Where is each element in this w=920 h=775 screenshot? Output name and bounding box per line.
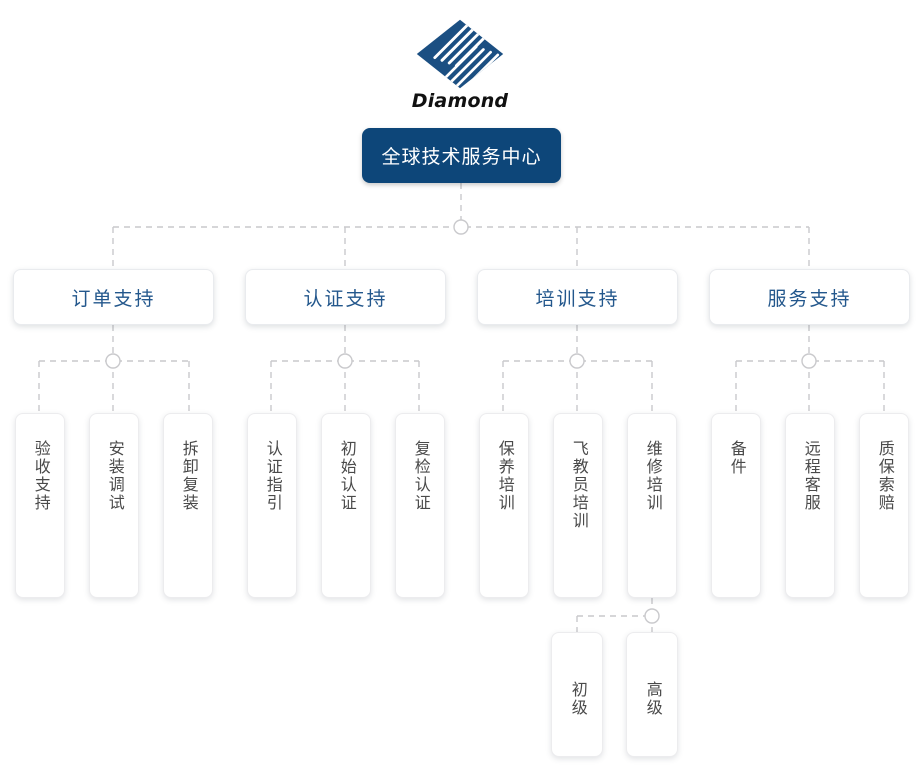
node-label: 订单支持 <box>71 288 156 310</box>
node-label: 安装调试 <box>105 440 123 512</box>
node-senior-level[interactable]: 高级 <box>626 632 678 757</box>
node-label: 初级 <box>568 681 586 717</box>
node-label: 保养培训 <box>495 440 513 512</box>
node-disassembly-reassembly[interactable]: 拆卸复装 <box>163 413 213 598</box>
node-label: 服务支持 <box>767 288 852 310</box>
junction-node-training <box>569 353 585 369</box>
node-remote-customer-service[interactable]: 远程客服 <box>785 413 835 598</box>
node-flight-instructor-training[interactable]: 飞教员培训 <box>553 413 603 598</box>
node-acceptance-support[interactable]: 验收支持 <box>15 413 65 598</box>
node-certification-guide[interactable]: 认证指引 <box>247 413 297 598</box>
node-label: 培训支持 <box>535 288 620 310</box>
junction-node-order <box>105 353 121 369</box>
node-label: 验收支持 <box>31 440 49 512</box>
diamond-logo-icon <box>416 19 504 89</box>
node-installation-commissioning[interactable]: 安装调试 <box>89 413 139 598</box>
node-spare-parts[interactable]: 备件 <box>711 413 761 598</box>
node-repair-training[interactable]: 维修培训 <box>627 413 677 598</box>
node-certification-support[interactable]: 认证支持 <box>245 269 446 325</box>
node-root[interactable]: 全球技术服务中心 <box>362 128 561 183</box>
node-label: 高级 <box>643 681 661 717</box>
node-junior-level[interactable]: 初级 <box>551 632 603 757</box>
node-label: 初始认证 <box>337 440 355 512</box>
brand-logo: Diamond <box>400 18 520 118</box>
junction-node-repair <box>644 608 660 624</box>
node-label: 维修培训 <box>643 440 661 512</box>
node-root-label: 全球技术服务中心 <box>381 147 542 168</box>
node-order-support[interactable]: 订单支持 <box>13 269 214 325</box>
node-label: 复检认证 <box>411 440 429 512</box>
node-label: 拆卸复装 <box>179 440 197 512</box>
node-label: 认证指引 <box>263 440 281 512</box>
node-label: 认证支持 <box>303 288 388 310</box>
node-maintenance-training[interactable]: 保养培训 <box>479 413 529 598</box>
node-training-support[interactable]: 培训支持 <box>477 269 678 325</box>
node-label: 飞教员培训 <box>569 440 587 530</box>
node-label: 质保索赔 <box>875 440 893 512</box>
node-label: 远程客服 <box>801 440 819 512</box>
junction-node-service <box>801 353 817 369</box>
node-label: 备件 <box>727 440 745 476</box>
junction-node-root <box>453 219 469 235</box>
node-service-support[interactable]: 服务支持 <box>709 269 910 325</box>
node-recheck-certification[interactable]: 复检认证 <box>395 413 445 598</box>
node-warranty-claim[interactable]: 质保索赔 <box>859 413 909 598</box>
brand-wordmark: Diamond <box>411 90 509 112</box>
junction-node-cert <box>337 353 353 369</box>
node-initial-certification[interactable]: 初始认证 <box>321 413 371 598</box>
